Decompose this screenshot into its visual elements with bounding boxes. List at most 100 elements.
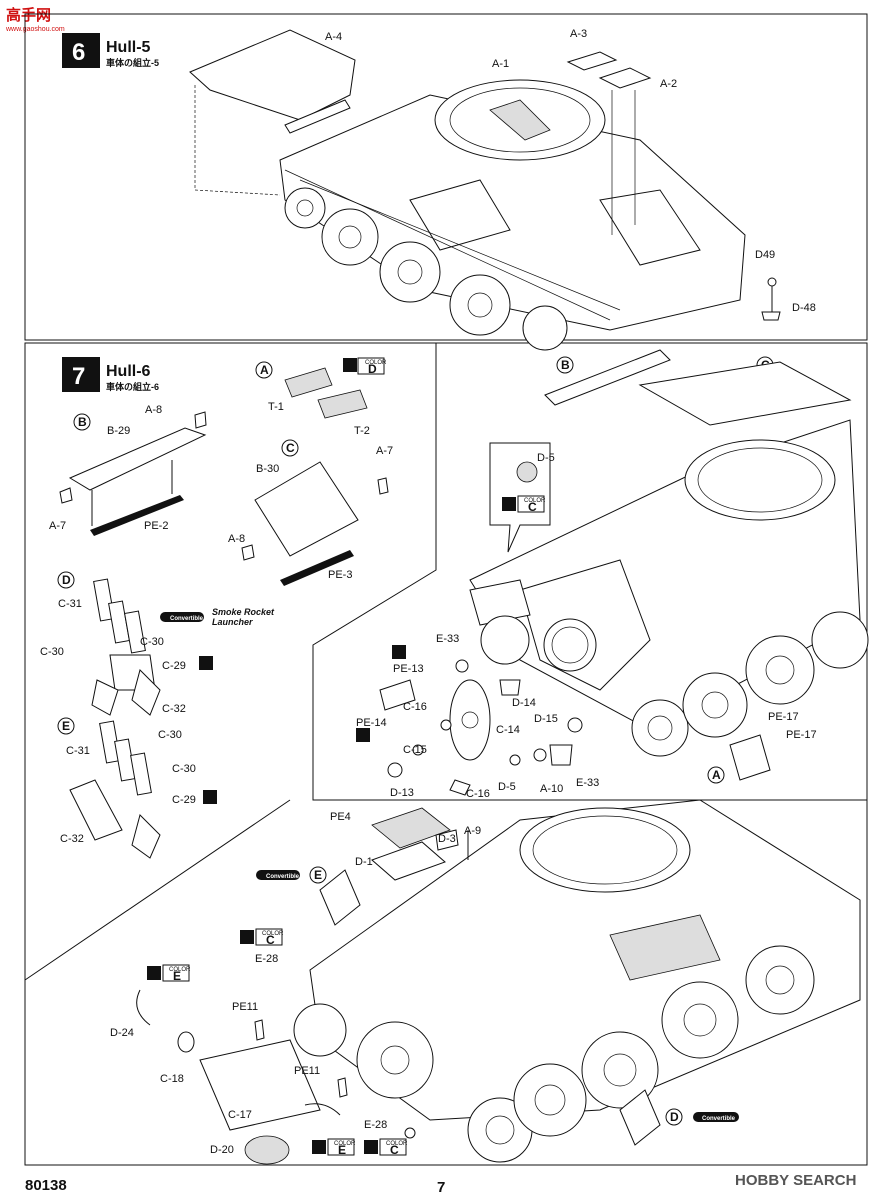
- label-e28-1: E-28: [255, 953, 278, 965]
- label-a10: A-10: [540, 783, 563, 795]
- subassembly-e: E C-31 C-30 C-30 C-29 C-32: [57, 717, 217, 859]
- step6-subtitle: 車体の組立-5: [106, 57, 159, 68]
- main-circle-b: B: [561, 358, 570, 372]
- label-b30: B-30: [256, 463, 279, 475]
- color-c2: C: [390, 1143, 399, 1157]
- parts-d49-d48: [761, 277, 781, 321]
- convertible-right: Convertible: [702, 1116, 736, 1122]
- label-a9: A-9: [464, 825, 481, 837]
- color-tag-c1: COLOR: [262, 931, 284, 937]
- convertible-d: Convertible: [170, 616, 204, 622]
- label-c32-d: C-32: [162, 703, 186, 715]
- label-c18: C-18: [160, 1073, 184, 1085]
- hobby-search-watermark: HOBBY SEARCH: [735, 1172, 856, 1189]
- color-c1: C: [266, 933, 275, 947]
- label-a2: A-2: [660, 78, 677, 90]
- page-footer: 80138 7 HOBBY SEARCH: [25, 1172, 856, 1196]
- label-pe11-2: PE11: [294, 1065, 320, 1077]
- label-c30-d2: C-30: [40, 646, 64, 658]
- sub-c-circle: C: [286, 441, 295, 455]
- step6: 6 Hull-5 車体の組立-5: [62, 28, 816, 351]
- label-a7-c: A-7: [376, 445, 393, 457]
- label-c30-d1: C-30: [140, 636, 164, 648]
- label-d48: D-48: [792, 302, 816, 314]
- label-d14: D-14: [512, 697, 536, 709]
- step7-number-box: [62, 357, 100, 392]
- label-c30-e1: C-30: [158, 729, 182, 741]
- label-c29-d: C-29: [162, 660, 186, 672]
- label-c16-2: C-16: [466, 788, 490, 800]
- label-d15: D-15: [534, 713, 558, 725]
- step7-main-divider: [312, 343, 867, 801]
- label-c16-1: C-16: [403, 701, 427, 713]
- page-number: 7: [437, 1179, 445, 1196]
- label-pe4: PE4: [330, 811, 351, 823]
- label-a4: A-4: [325, 31, 342, 43]
- label-c31-e: C-31: [66, 745, 90, 757]
- color-tag-e1: COLOR: [169, 967, 191, 973]
- color-e1: E: [173, 969, 181, 983]
- label-d13: D-13: [390, 787, 414, 799]
- circle-e-left: E: [314, 868, 322, 882]
- label-c29-e: C-29: [172, 794, 196, 806]
- color-tag-e2: COLOR: [334, 1141, 356, 1147]
- label-c32-e: C-32: [60, 833, 84, 845]
- subassembly-c: C B-30 A-7 A-8 PE-3: [228, 439, 393, 586]
- product-code: 80138: [25, 1177, 67, 1194]
- label-c30-e2: C-30: [172, 763, 196, 775]
- smoke-note-1: Smoke Rocket: [212, 607, 275, 617]
- step6-number: 6: [72, 39, 85, 66]
- callout-d5: D-5: [537, 452, 555, 464]
- label-a8-c: A-8: [228, 533, 245, 545]
- label-d24: D-24: [110, 1027, 134, 1039]
- label-d1: D-1: [355, 856, 373, 868]
- label-c15: C-15: [403, 744, 427, 756]
- callout-color: C: [528, 500, 537, 514]
- step8-assembly: Convertible E COLOR C COLOR E COLOR E CO…: [110, 799, 861, 1165]
- label-d20: D-20: [210, 1144, 234, 1156]
- hull5-road-wheels: [284, 187, 568, 351]
- site-logo: 高手网: [6, 6, 51, 24]
- page-frames: [24, 13, 868, 1166]
- label-pe14: PE-14: [356, 717, 387, 729]
- label-pe3: PE-3: [328, 569, 352, 581]
- sub-a-color: D: [368, 362, 377, 376]
- label-pe17-1: PE-17: [768, 711, 799, 723]
- callout-color-tag: COLOR: [524, 498, 546, 504]
- label-e33-2: E-33: [576, 777, 599, 789]
- label-a7-b: A-7: [49, 520, 66, 532]
- sub-e-circle: E: [62, 719, 70, 733]
- step6-title: Hull-5: [106, 39, 151, 56]
- main-circle-a: A: [712, 768, 721, 782]
- color-e2: E: [338, 1143, 346, 1157]
- part-a4-deck: [189, 29, 356, 196]
- sub-a-color-tag: COLOR: [365, 360, 387, 366]
- label-a3: A-3: [570, 28, 587, 40]
- step7: 7 Hull-6 車体の組立-6 A COLOR D T-1 T-2 B A-: [40, 349, 869, 859]
- step8-divider: [24, 799, 291, 981]
- label-d49: D49: [755, 249, 775, 261]
- sub-a-circle: A: [260, 363, 269, 377]
- label-pe2: PE-2: [144, 520, 168, 532]
- subassembly-a: A COLOR D T-1 T-2: [255, 357, 387, 437]
- hull-5-body: [279, 79, 746, 331]
- label-b29: B-29: [107, 425, 130, 437]
- label-t1: T-1: [268, 401, 284, 413]
- step7-frame: [24, 342, 868, 1166]
- site-watermark: 高手网 www.gaoshou.com: [5, 6, 65, 33]
- label-a8-b: A-8: [145, 404, 162, 416]
- label-c14: C-14: [496, 724, 520, 736]
- color-tag-c2: COLOR: [386, 1141, 408, 1147]
- label-t2: T-2: [354, 425, 370, 437]
- label-e33-1: E-33: [436, 633, 459, 645]
- step7-title: Hull-6: [106, 363, 151, 380]
- parts-a3-a2: [566, 51, 652, 235]
- smoke-note-2: Launcher: [212, 617, 253, 627]
- label-a1: A-1: [492, 58, 509, 70]
- sub-b-circle: B: [78, 415, 87, 429]
- circle-d-right: D: [670, 1110, 679, 1124]
- label-d5: D-5: [498, 781, 516, 793]
- step7-number: 7: [72, 363, 85, 390]
- hull-6-assembly: B C A D-5 COLOR C: [356, 349, 869, 800]
